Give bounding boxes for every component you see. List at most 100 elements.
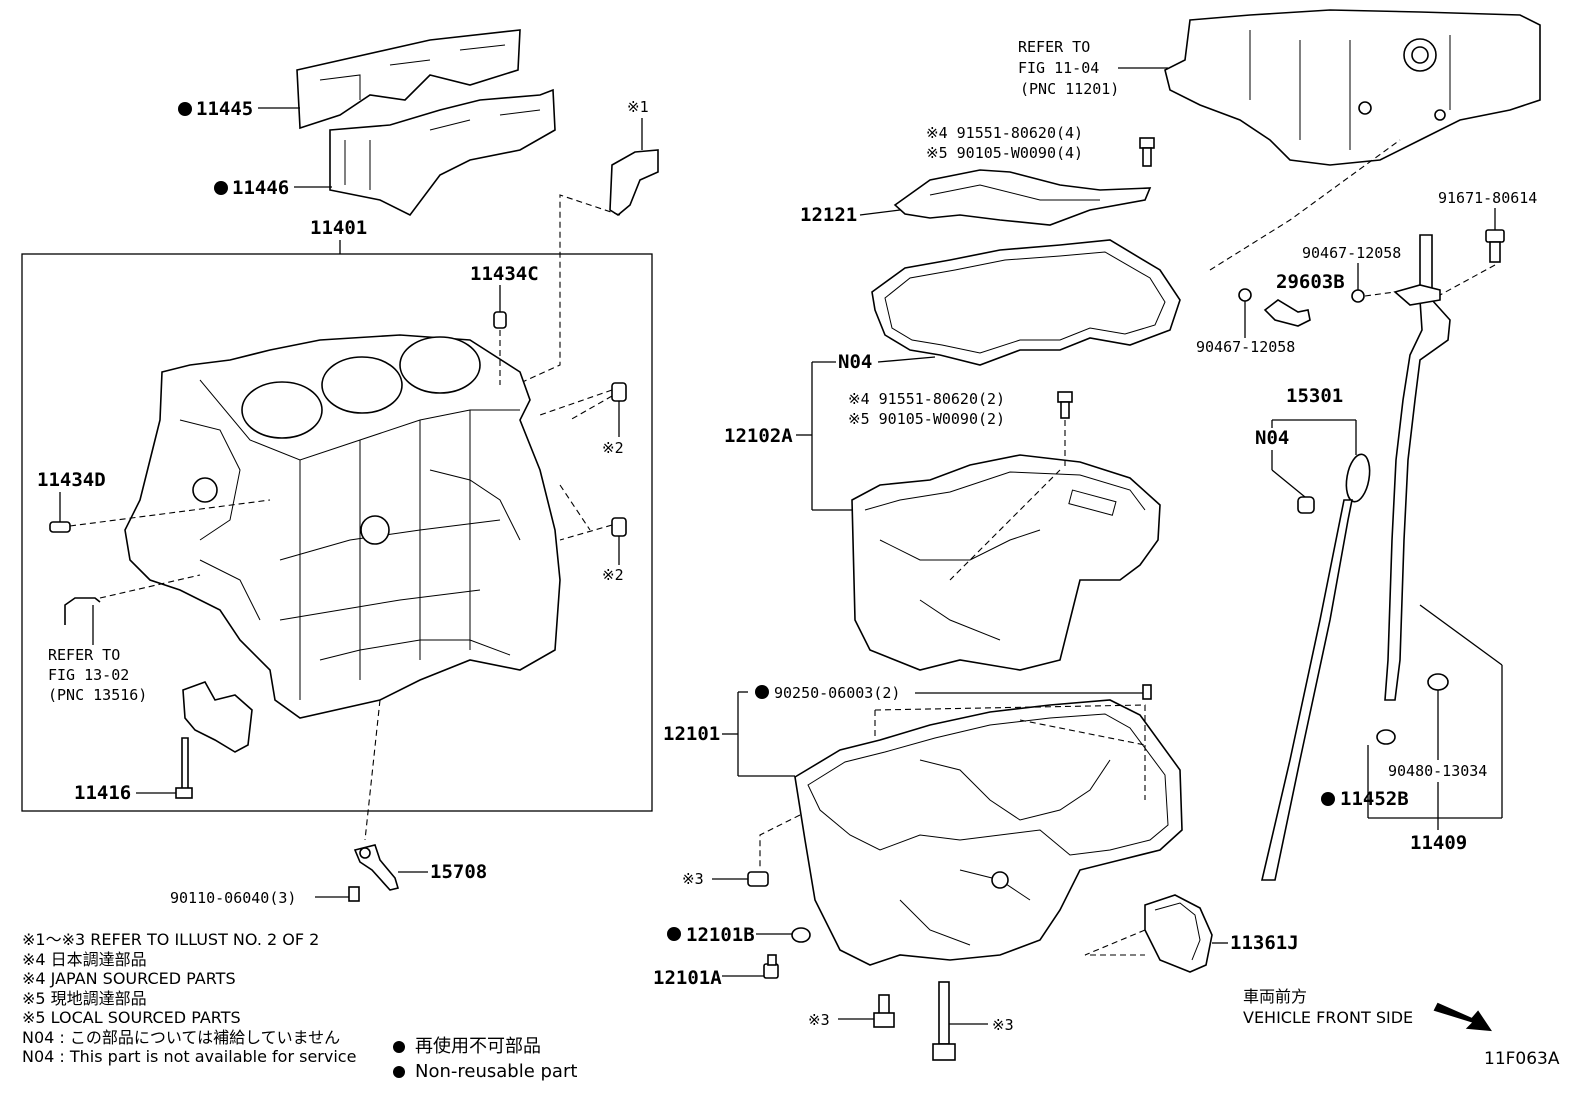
marker-3a: ※3: [682, 870, 704, 888]
marker-3c: ※3: [992, 1016, 1014, 1034]
label-12101b: 12101B: [686, 924, 755, 946]
label-15301: 15301: [1286, 385, 1343, 407]
ref-1104-line1: REFER TO: [1018, 38, 1090, 56]
ref-1302-line1: REFER TO: [48, 646, 120, 664]
baffle-plate-12121-drawing: [893, 169, 1152, 226]
hose-29603b-drawing: [1263, 299, 1311, 327]
label-90250: 90250-06003(2): [774, 684, 900, 702]
note-line: N04 : この部品については補給していません: [22, 1027, 341, 1047]
bolt-pan-3a: [747, 871, 769, 887]
bolt-upper-pan-local: ※5 90105-W0090(2): [848, 410, 1005, 428]
main-bearing-cap-drawing: [182, 681, 253, 753]
label-11409: 11409: [1410, 832, 1467, 854]
label-12102a: 12102A: [724, 425, 793, 447]
note-line: ※5 現地調達部品: [22, 988, 147, 1008]
label-90467-bottom: 90467-12058: [1196, 338, 1295, 356]
bolt-head-baffle: [1139, 137, 1155, 149]
label-11416: 11416: [74, 782, 131, 804]
insulator-11446-drawing: [329, 88, 556, 217]
marker-2a: ※2: [602, 439, 624, 457]
non-reusable-dot: [755, 685, 769, 699]
label-90467-top: 90467-12058: [1302, 244, 1401, 262]
note-line: ※4 日本調達部品: [22, 949, 147, 969]
lower-oil-pan-12101-drawing: [794, 699, 1183, 966]
dowel-11434c: [493, 311, 507, 329]
cylinder-block-drawing: [124, 334, 561, 719]
grommet-90480: [1427, 673, 1449, 691]
dowel-lower: [611, 517, 627, 537]
oil-strainer-11361j-drawing: [1144, 894, 1213, 973]
bolt-shank-upper-pan: [1060, 401, 1070, 419]
non-reusable-dot: [667, 927, 681, 941]
label-91671: 91671-80614: [1438, 189, 1537, 207]
pin-11434d: [49, 521, 71, 533]
front-arrow-icon: [1433, 1002, 1492, 1032]
legend-en-text: Non-reusable part: [415, 1061, 578, 1082]
stud-90250: [1142, 684, 1152, 700]
o-ring-11452b: [1376, 729, 1396, 745]
front-side-note: 車両前方 VEHICLE FRONT SIDE: [1243, 986, 1413, 1028]
label-11434d: 11434D: [37, 469, 106, 491]
label-12101a: 12101A: [653, 967, 722, 989]
non-reusable-dot: [214, 181, 228, 195]
pan-gasket-drawing: [871, 239, 1181, 366]
note-line: ※4 JAPAN SOURCED PARTS: [22, 969, 236, 988]
grommet-n04: [1297, 496, 1315, 514]
oil-pipe-drawing: [64, 597, 101, 625]
legend-dot-icon: [393, 1066, 405, 1078]
hose-clamp-right: [1351, 289, 1365, 303]
bolt-long-3c: [932, 981, 956, 1061]
bolt-head-upper-pan: [1057, 391, 1073, 403]
legend-dot-icon: [393, 1041, 405, 1053]
hose-clamp-left: [1238, 288, 1252, 302]
label-11452b: 11452B: [1340, 788, 1409, 810]
label-11434c: 11434C: [470, 263, 539, 285]
bolt-11416: [181, 737, 189, 791]
legend-jp-text: 再使用不可部品: [415, 1036, 541, 1057]
figure-id: 11F063A: [1484, 1049, 1560, 1069]
drain-plug-12101a-drawing: [763, 954, 779, 979]
insulator-11445-drawing: [296, 29, 521, 130]
bolt-short-3b: [873, 994, 895, 1028]
bolt-shank-baffle: [1142, 147, 1152, 167]
drain-washer-12101b: [791, 927, 811, 943]
label-15708: 15708: [430, 861, 487, 883]
dowel-upper: [611, 382, 627, 402]
dipstick-guide-11409-drawing: [1384, 234, 1451, 701]
non-reusable-dot: [178, 102, 192, 116]
marker-2b: ※2: [602, 566, 624, 584]
label-11401: 11401: [310, 217, 367, 239]
note-line: ※5 LOCAL SOURCED PARTS: [22, 1008, 241, 1027]
non-reusable-dot: [1321, 792, 1335, 806]
ref-1302-line2: FIG 13-02: [48, 666, 129, 684]
label-90480: 90480-13034: [1388, 762, 1487, 780]
legend-en: Non-reusable part: [393, 1059, 577, 1084]
legend: 再使用不可部品 Non-reusable part: [393, 1034, 577, 1084]
label-n04-gasket: N04: [838, 351, 872, 373]
bolt-91671-drawing: [1485, 229, 1505, 263]
bolt-head-11416: [175, 787, 193, 799]
label-11446: 11446: [232, 177, 289, 199]
bolt-upper-pan-jp: ※4 91551-80620(2): [848, 390, 1005, 408]
oil-jet-15708-drawing: [353, 844, 400, 891]
timing-cover-drawing: [1164, 9, 1541, 166]
assembly-frame-11401: [21, 253, 653, 812]
note-line: N04 : This part is not available for ser…: [22, 1047, 357, 1066]
bolt-90110: [348, 886, 360, 902]
marker-3b: ※3: [808, 1011, 830, 1029]
ref-1302-line3: (PNC 13516): [48, 686, 147, 704]
note-line: ※1～※3 REFER TO ILLUST NO. 2 OF 2: [22, 930, 320, 949]
front-side-jp: 車両前方: [1243, 987, 1308, 1006]
label-12121: 12121: [800, 204, 857, 226]
bolt-baffle-jp: ※4 91551-80620(4): [926, 124, 1083, 142]
dipstick-15301-drawing: [1260, 453, 1371, 881]
label-n04-grommet: N04: [1255, 427, 1289, 449]
ref-1104-line3: (PNC 11201): [1020, 80, 1119, 98]
legend-jp: 再使用不可部品: [393, 1034, 577, 1059]
label-29603b: 29603B: [1276, 271, 1345, 293]
bearing-cap-drawing: [609, 149, 659, 216]
label-11445: 11445: [196, 98, 253, 120]
upper-oil-pan-12102a-drawing: [851, 454, 1161, 671]
marker-1: ※1: [627, 98, 649, 116]
